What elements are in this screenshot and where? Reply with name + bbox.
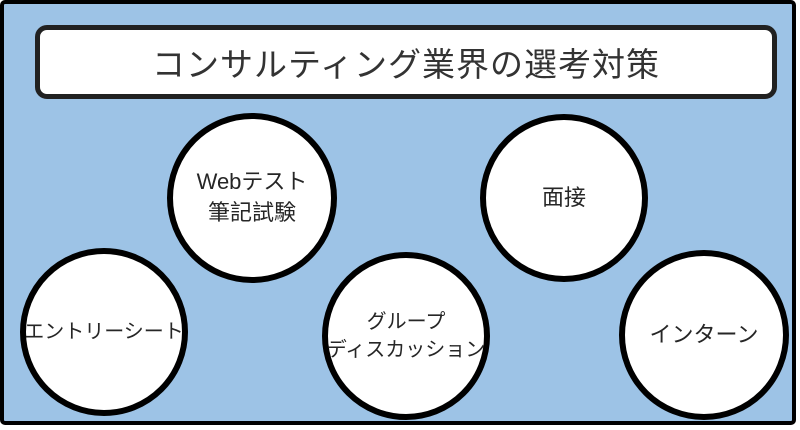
circle-label-line: インターン [649, 321, 759, 347]
circle-web-test-written-exam: Webテスト 筆記試験 [167, 113, 337, 283]
title-banner: コンサルティング業界の選考対策 [35, 25, 777, 99]
circle-label-line: ディスカッション [326, 339, 486, 361]
circle-label-line: Webテスト [196, 169, 308, 195]
circle-label-line: 面接 [541, 184, 586, 210]
circle-intern: インターン [619, 250, 789, 420]
circle-label-line: グループ [366, 311, 446, 333]
circle-label-line: エントリーシート [24, 321, 184, 343]
circle-entry-sheet: エントリーシート [20, 248, 188, 416]
circle-group-discussion: グループ ディスカッション [322, 252, 490, 420]
slide-title: コンサルティング業界の選考対策 [151, 46, 661, 83]
circle-label-line: 筆記試験 [207, 200, 296, 225]
circle-interview: 面接 [480, 114, 648, 282]
